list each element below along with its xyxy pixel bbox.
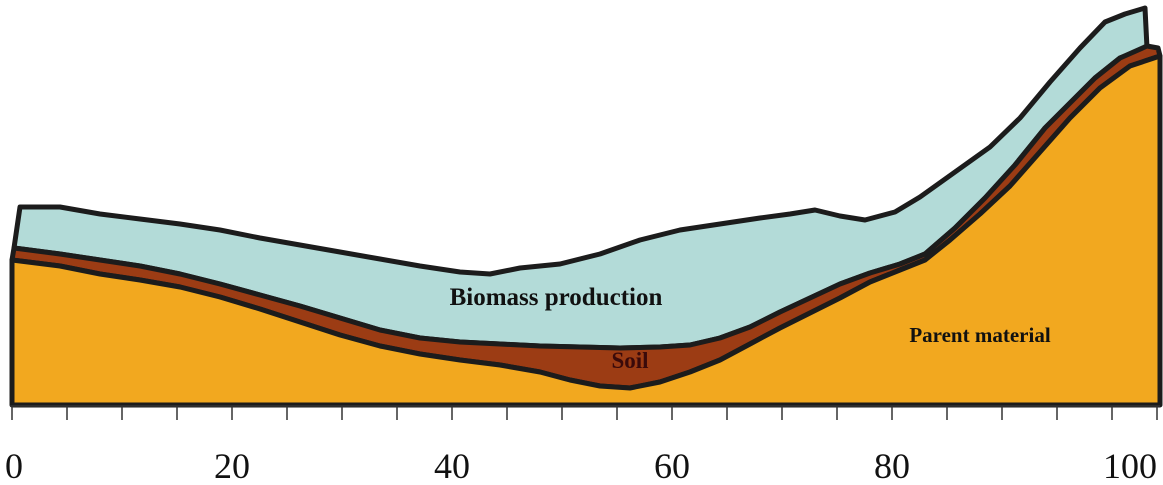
- tick-label-40: 40: [434, 446, 470, 485]
- biomass-production-label: Biomass production: [450, 284, 663, 311]
- tick-label-80: 80: [874, 446, 910, 485]
- parent-material-layer: [9, 53, 1163, 408]
- tick-label-0: 0: [5, 446, 23, 485]
- soil-label: Soil: [611, 348, 648, 373]
- tick-label-100: 100: [1103, 446, 1157, 485]
- x-axis-ticks: [11, 406, 1158, 420]
- tick-label-20: 20: [214, 446, 250, 485]
- parent-material-label: Parent material: [909, 323, 1050, 347]
- tick-label-60: 60: [654, 446, 690, 485]
